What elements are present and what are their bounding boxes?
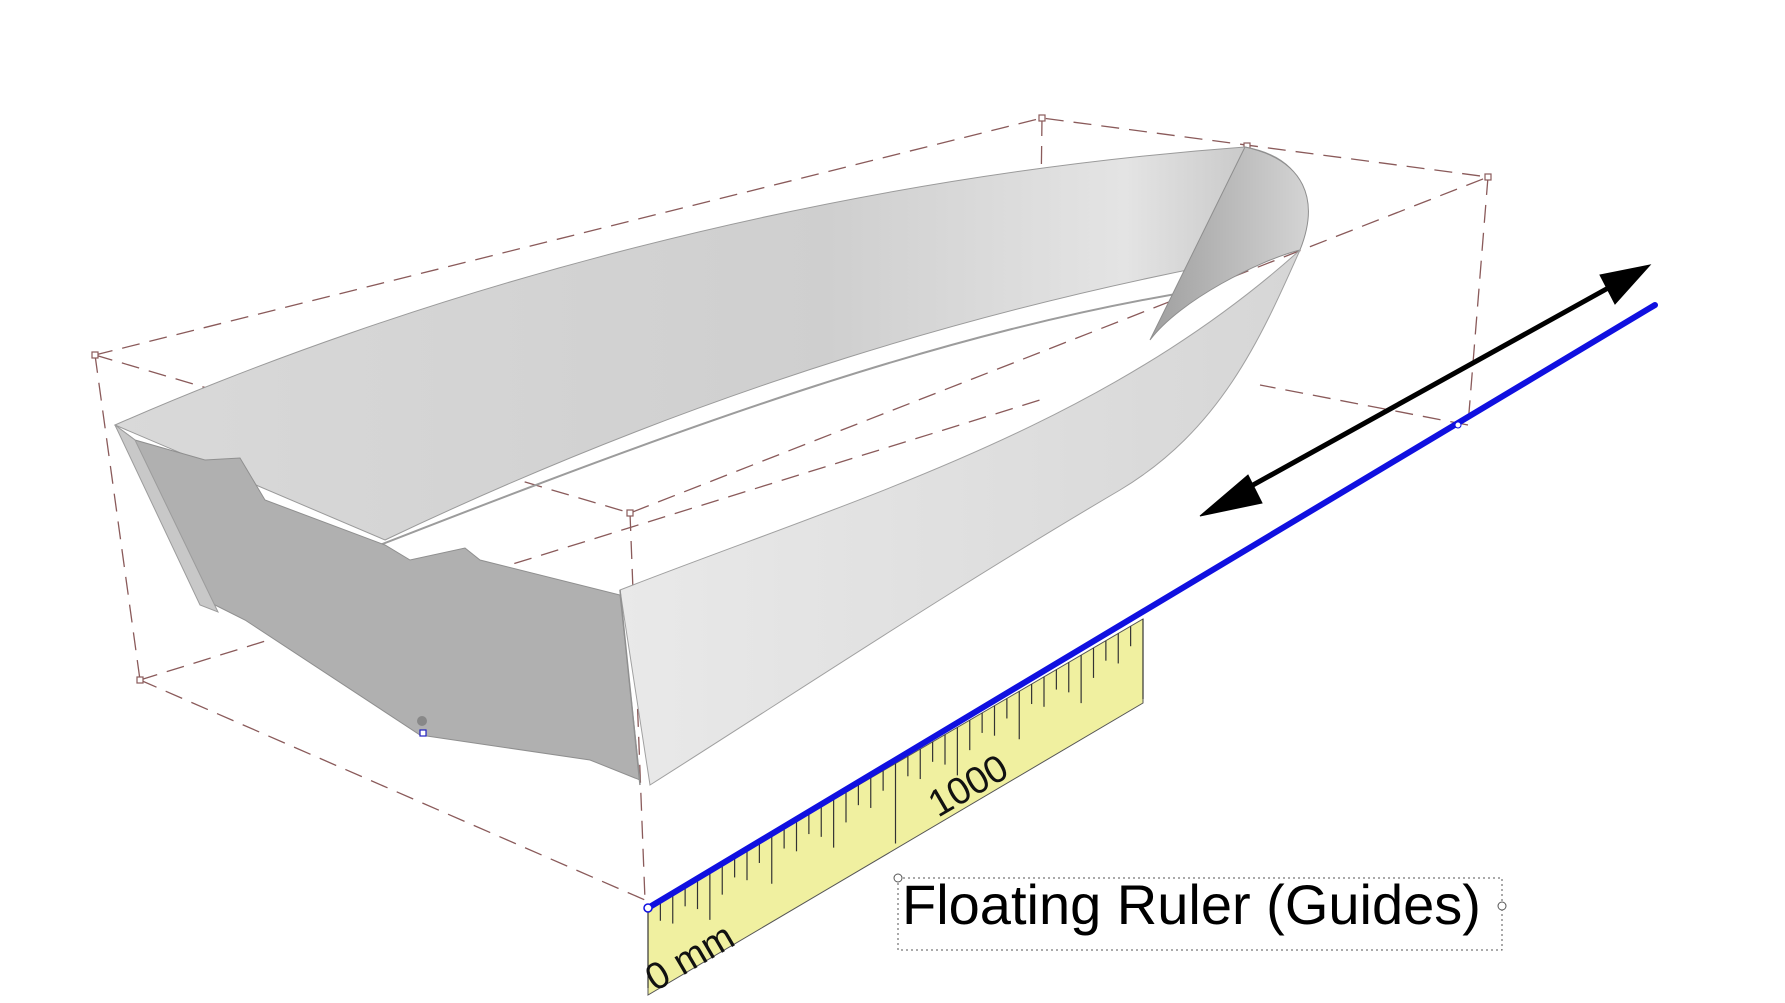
ruler-ticks: [647, 619, 1144, 988]
bbox-handles[interactable]: [91, 114, 1492, 684]
caption-frame[interactable]: [897, 877, 1503, 951]
hull-inner-line: [379, 289, 1201, 546]
boat-hull[interactable]: [113, 146, 1309, 786]
bbox-handle[interactable]: [1484, 173, 1492, 181]
caption-handle[interactable]: [893, 873, 903, 883]
bbox-handle[interactable]: [91, 351, 99, 359]
caption-handle[interactable]: [1497, 901, 1507, 911]
guide-midpoint-handle[interactable]: [1454, 421, 1462, 429]
bbox-handle[interactable]: [1038, 114, 1046, 122]
double-headed-arrow-icon: [1199, 264, 1652, 517]
guide-endpoint-handle[interactable]: [643, 903, 653, 913]
hull-transom-edge: [114, 424, 220, 613]
caption-box[interactable]: Floating Ruler (Guides): [893, 873, 1507, 951]
bbox-handle[interactable]: [626, 509, 634, 517]
hull-transom[interactable]: [114, 424, 641, 781]
bbox-handle[interactable]: [136, 676, 144, 684]
hull-side-edge: [619, 589, 641, 786]
hull-node[interactable]: [417, 716, 427, 726]
caption-text: Floating Ruler (Guides): [902, 873, 1481, 936]
hull-side[interactable]: [619, 249, 1301, 786]
guide-line[interactable]: [645, 302, 1658, 911]
hull-node-handle[interactable]: [419, 729, 427, 737]
